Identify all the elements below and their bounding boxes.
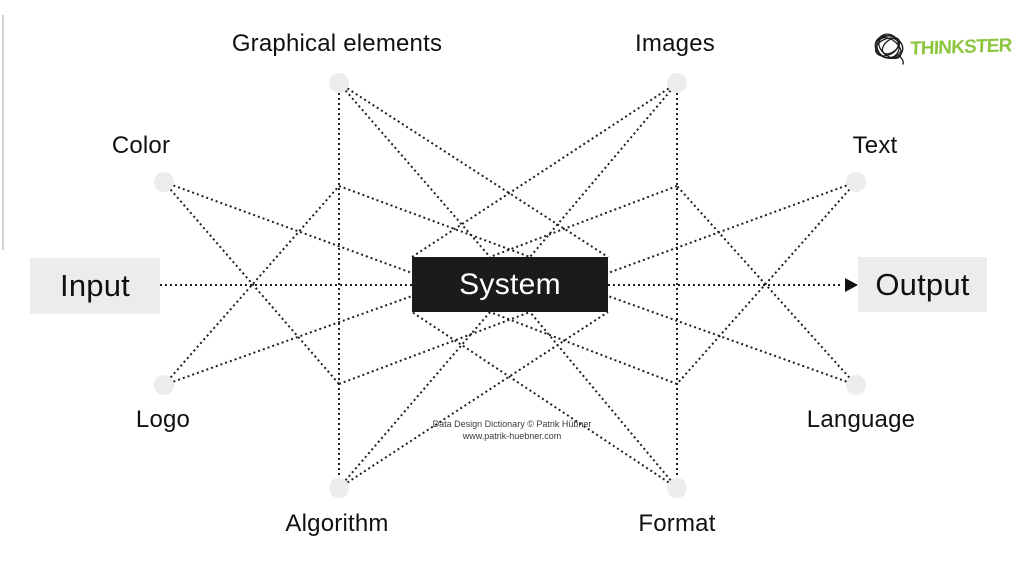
input-box: Input bbox=[30, 258, 160, 314]
connection-line bbox=[338, 185, 531, 258]
thinkster-logo-text: THINKSTER bbox=[909, 35, 1012, 60]
connection-line bbox=[338, 82, 491, 258]
credit-line-2: www.patrik-huebner.com bbox=[462, 431, 562, 441]
credit-line-1: Data Design Dictionary © Patrik Hübner bbox=[432, 419, 592, 429]
scribble-ball-icon bbox=[874, 33, 904, 65]
node-dot-format bbox=[667, 478, 687, 498]
node-dot-algorithm bbox=[329, 478, 349, 498]
connection-line bbox=[163, 181, 413, 274]
node-dot-images bbox=[667, 73, 687, 93]
label-text: Text bbox=[852, 132, 898, 159]
arrowhead-icon bbox=[845, 278, 858, 292]
connection-line bbox=[607, 295, 857, 386]
label-algorithm: Algorithm bbox=[285, 510, 389, 537]
connection-line bbox=[529, 311, 678, 489]
label-logo: Logo bbox=[135, 406, 191, 433]
label-graphical-elements: Graphical elements bbox=[231, 30, 443, 57]
output-box: Output bbox=[858, 257, 987, 312]
label-images: Images bbox=[635, 30, 715, 57]
thinkster-logo: THINKSTER bbox=[870, 27, 1012, 69]
left-edge-divider bbox=[2, 15, 4, 250]
system-box: System bbox=[412, 257, 608, 312]
label-color: Color bbox=[111, 132, 171, 159]
connection-line bbox=[338, 82, 609, 258]
connection-line bbox=[489, 311, 678, 385]
node-dot-text bbox=[846, 172, 866, 192]
node-dot-logo bbox=[154, 375, 174, 395]
connection-line bbox=[529, 82, 678, 258]
connection-line bbox=[411, 311, 678, 489]
connection-line bbox=[489, 185, 678, 258]
connection-line bbox=[338, 311, 609, 489]
node-dot-language bbox=[846, 375, 866, 395]
connection-line bbox=[163, 185, 340, 386]
connection-line bbox=[607, 181, 857, 274]
connection-line bbox=[338, 311, 491, 489]
label-language: Language bbox=[806, 406, 916, 433]
connection-line bbox=[411, 82, 678, 258]
label-format: Format bbox=[638, 510, 716, 537]
connection-line bbox=[163, 295, 413, 386]
credit-text: Data Design Dictionary © Patrik Hübner w… bbox=[433, 418, 592, 442]
node-dot-graphical-elements bbox=[329, 73, 349, 93]
connection-line bbox=[338, 311, 531, 385]
node-dot-color bbox=[154, 172, 174, 192]
